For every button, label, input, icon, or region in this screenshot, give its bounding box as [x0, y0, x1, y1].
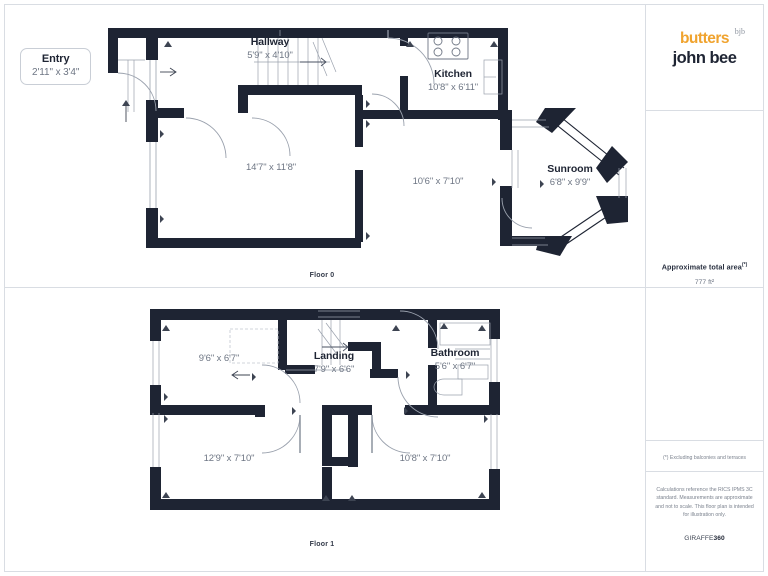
room-label-bedroom-3: 9'6" x 6'7"	[198, 353, 240, 364]
floor-1-plan	[0, 287, 645, 576]
total-area-title-text: Approximate total area	[661, 262, 742, 271]
floor-1-caption: Floor 1	[309, 541, 335, 548]
room-label-living: 14'7" x 11'8"	[245, 162, 297, 173]
total-area-block: Approximate total area(*) 777 ft²	[645, 256, 764, 286]
total-area-title: Approximate total area(*)	[662, 262, 748, 271]
entry-callout: Entry 2'11" x 3'4"	[20, 48, 92, 85]
brand-name-top: butters	[679, 30, 730, 47]
provider-credit: GIRAFFE360	[645, 535, 764, 542]
provider-name: GIRAFFE	[684, 535, 714, 542]
brand-name-bottom: john bee	[672, 49, 737, 67]
brand-logo: butters bjb john bee	[645, 27, 764, 67]
provider-suffix: 360	[713, 535, 725, 542]
room-label-bedroom-2: 10'8" x 7'10"	[399, 453, 451, 464]
floor-0-plan	[0, 0, 645, 287]
room-label-bedroom-1: 12'9" x 7'10"	[203, 453, 255, 464]
sidebar-divider-legal	[645, 471, 764, 472]
sidebar-divider	[645, 4, 646, 572]
room-label-landing: Landing 7'9" x 6'6"	[313, 350, 355, 375]
sidebar-divider-brand	[645, 110, 764, 111]
page-border	[4, 4, 764, 572]
room-label-sunroom: Sunroom 6'8" x 9'9"	[547, 163, 593, 188]
sidebar-divider-notes	[645, 440, 764, 441]
total-area-value: 777 ft²	[694, 279, 715, 286]
total-area-marker: (*)	[741, 261, 748, 268]
floor-0-caption: Floor 0	[309, 272, 335, 279]
sidebar: butters bjb john bee Approximate total a…	[645, 4, 764, 572]
floor-divider	[4, 287, 764, 288]
brand-superscript: bjb	[734, 27, 746, 36]
legal-disclaimer: Calculations reference the RICS IPMS 3C …	[655, 487, 754, 519]
room-label-kitchen: Kitchen 10'8" x 6'11"	[427, 68, 479, 93]
balcony-note: (*) Excluding balconies and terraces	[662, 455, 747, 461]
room-label-hallway: Hallway 5'9" x 4'10"	[247, 36, 293, 61]
room-label-dining: 10'6" x 7'10"	[412, 176, 464, 187]
room-label-bathroom: Bathroom 5'6" x 6'7"	[430, 347, 480, 372]
